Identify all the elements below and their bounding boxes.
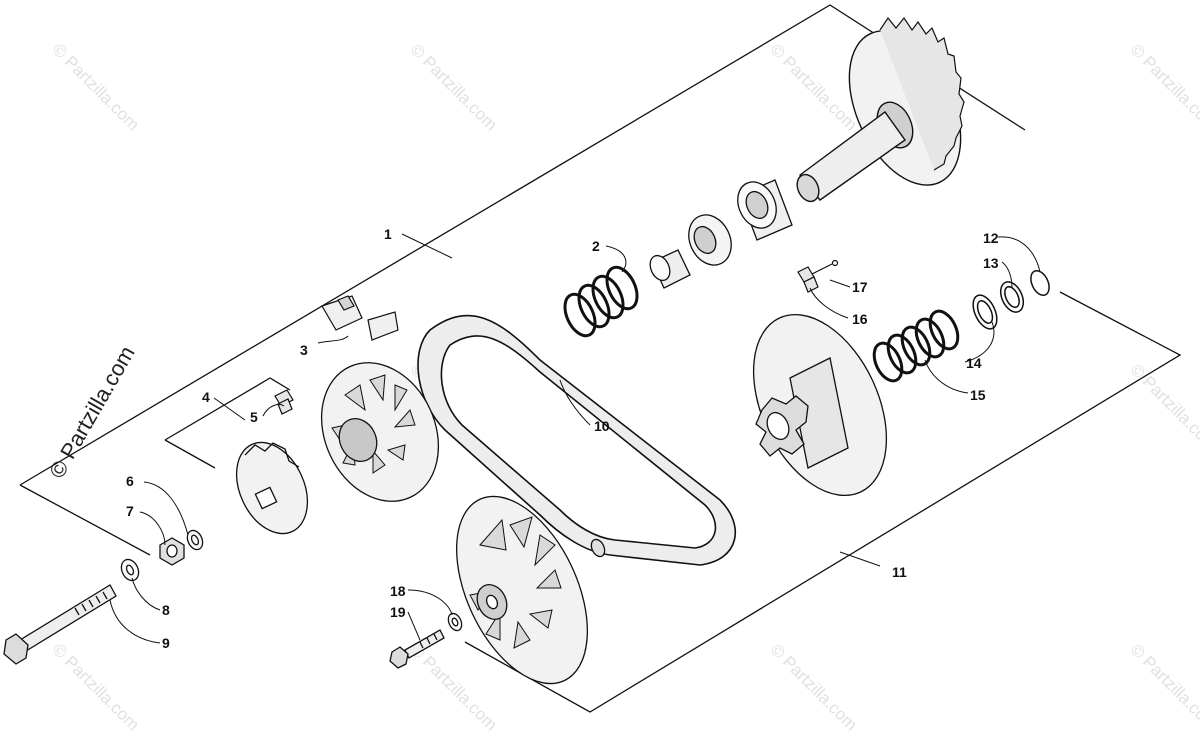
callout-17: 17 (852, 279, 868, 295)
driven-moveable-sheave (752, 313, 888, 497)
callout-3: 3 (300, 342, 308, 358)
callout-2: 2 (592, 238, 600, 254)
bolt-19 (389, 629, 445, 669)
callout-10: 10 (594, 418, 610, 434)
cam-arm-3 (321, 295, 399, 341)
spring-2 (563, 265, 639, 338)
callout-9: 9 (162, 635, 170, 651)
washer-8 (120, 558, 140, 582)
snap-ring-12 (1030, 269, 1050, 297)
bearing (688, 214, 732, 266)
callout-16: 16 (852, 311, 868, 327)
callout-19: 19 (390, 604, 406, 620)
washer-13 (999, 281, 1025, 313)
callout-5: 5 (250, 409, 258, 425)
callout-12: 12 (983, 230, 999, 246)
clip-16 (797, 266, 819, 293)
bushing-small (649, 249, 691, 289)
roller-5 (274, 389, 294, 415)
callout-15: 15 (970, 387, 986, 403)
moveable-sheave (320, 362, 440, 502)
primary-sheave (796, 16, 965, 203)
callout-11: 11 (892, 564, 907, 580)
pin-17 (811, 259, 839, 275)
callout-18: 18 (390, 583, 406, 599)
nut-7 (159, 537, 185, 566)
spring-15 (872, 309, 960, 383)
bolt-9 (3, 584, 117, 665)
callout-1: 1 (384, 226, 392, 242)
callout-14: 14 (966, 355, 982, 371)
spider-4 (235, 441, 309, 535)
washer-18 (447, 612, 463, 632)
callout-6: 6 (126, 473, 134, 489)
callout-13: 13 (983, 255, 999, 271)
washer-6 (186, 529, 204, 551)
bushing-large (737, 179, 793, 241)
driven-fixed-sheave (455, 495, 606, 685)
callout-7: 7 (126, 503, 134, 519)
callout-8: 8 (162, 602, 170, 618)
washer-14 (972, 294, 998, 330)
callout-4: 4 (202, 389, 210, 405)
